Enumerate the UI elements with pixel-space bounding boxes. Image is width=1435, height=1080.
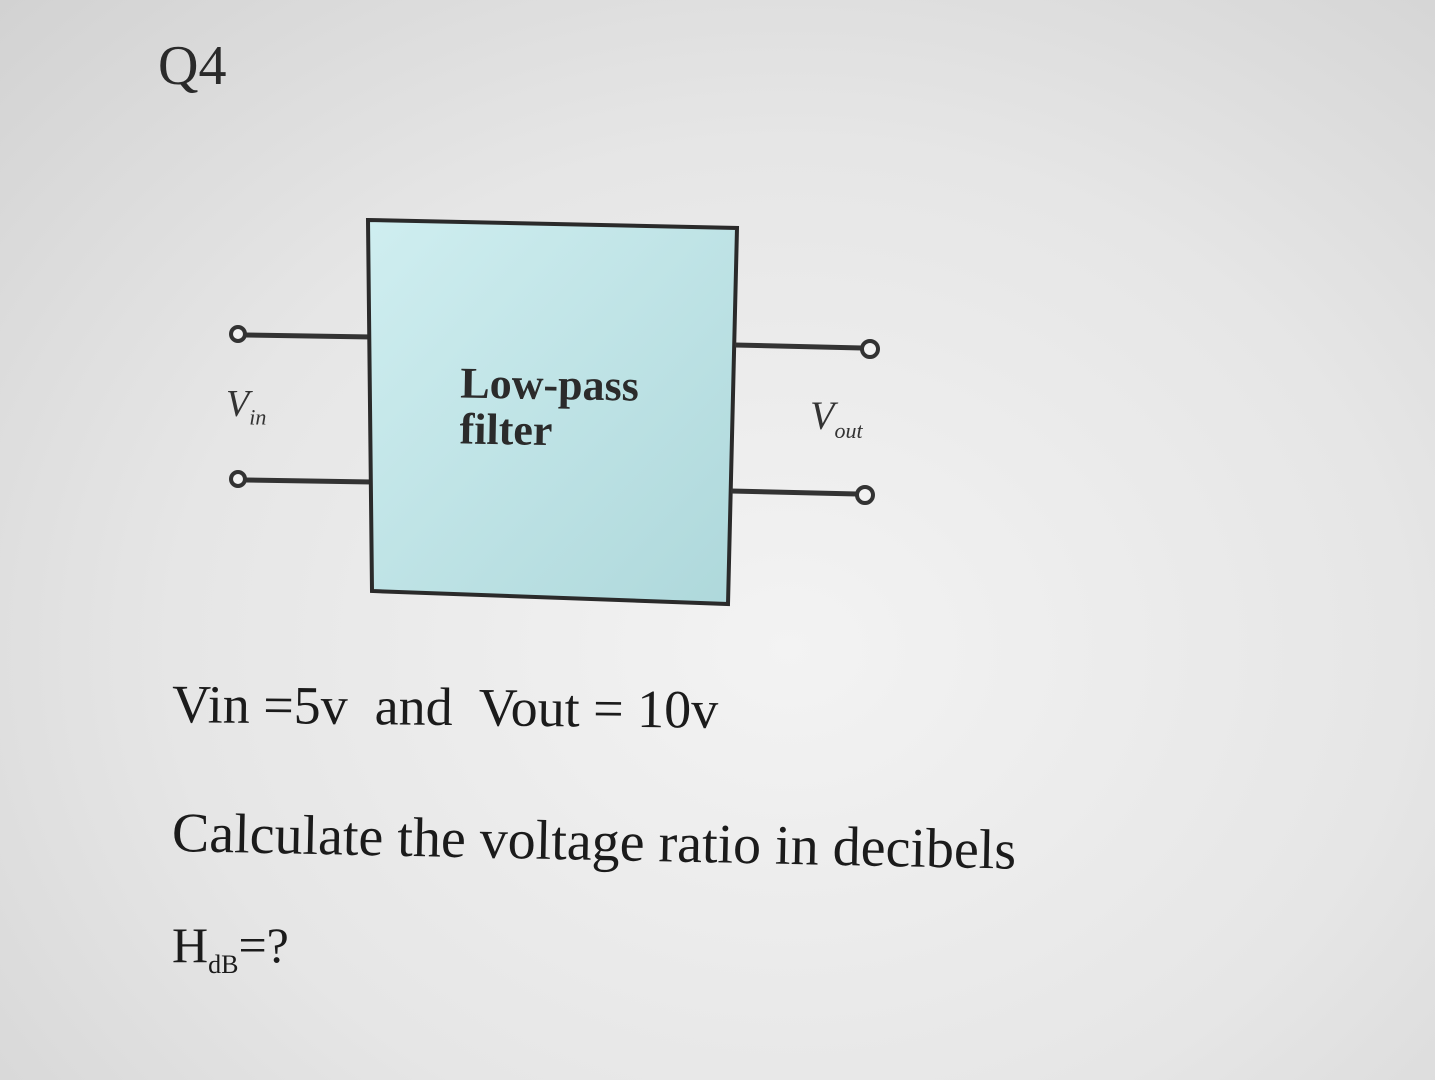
low-pass-filter-block bbox=[365, 217, 740, 607]
answer-tail: =? bbox=[238, 917, 289, 973]
vin-label-main: V bbox=[226, 383, 250, 425]
vout-label: Vout bbox=[810, 392, 863, 444]
answer-symbol: H bbox=[172, 917, 209, 973]
vin-label-sub: in bbox=[249, 404, 267, 430]
filter-block-label: Low-pass filter bbox=[459, 358, 640, 456]
input-top-terminal bbox=[229, 325, 247, 343]
filter-label-line2: filter bbox=[459, 404, 553, 456]
input-bottom-terminal bbox=[229, 470, 247, 488]
given-values: Vin =5v and Vout = 10v bbox=[171, 674, 719, 740]
input-top-wire bbox=[245, 332, 373, 340]
filter-label-line1: Low-pass bbox=[459, 358, 640, 411]
vout-label-sub: out bbox=[834, 418, 863, 443]
question-number: Q4 bbox=[158, 35, 227, 97]
output-bottom-terminal bbox=[855, 485, 875, 505]
answer-subscript: dB bbox=[208, 950, 239, 979]
output-bottom-wire bbox=[730, 488, 858, 497]
output-top-wire bbox=[734, 342, 863, 351]
input-bottom-wire bbox=[245, 477, 373, 485]
vout-label-main: V bbox=[810, 393, 835, 438]
output-top-terminal bbox=[860, 339, 880, 359]
answer-prompt: HdB=? bbox=[172, 920, 289, 978]
vin-label: Vin bbox=[226, 382, 266, 431]
